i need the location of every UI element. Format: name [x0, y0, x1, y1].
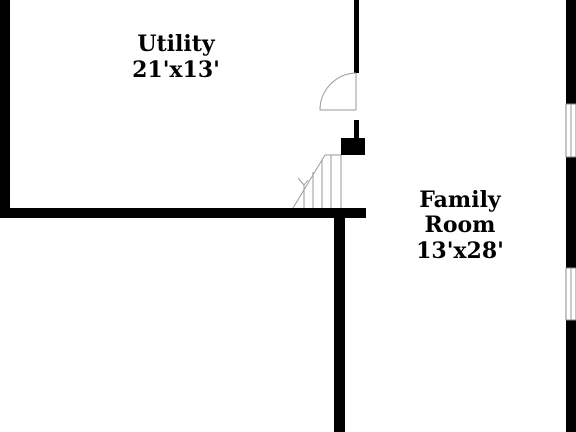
family-room-name-line2: Room — [425, 212, 496, 238]
utility-right-wall-lower — [354, 120, 359, 142]
chimney-block — [341, 138, 365, 155]
family-room-name-line1: Family — [419, 187, 502, 213]
utility-room-dimensions: 21'x13' — [132, 57, 220, 83]
utility-right-wall-upper — [354, 0, 359, 73]
stairs — [292, 154, 342, 209]
door-swing — [319, 72, 357, 111]
family-room-right-wall — [566, 0, 576, 432]
utility-bottom-wall — [0, 208, 366, 218]
utility-left-wall — [0, 0, 10, 218]
utility-room-name: Utility — [137, 31, 216, 57]
family-room-dimensions: 13'x28' — [416, 238, 504, 264]
family-room-left-wall — [334, 208, 345, 432]
